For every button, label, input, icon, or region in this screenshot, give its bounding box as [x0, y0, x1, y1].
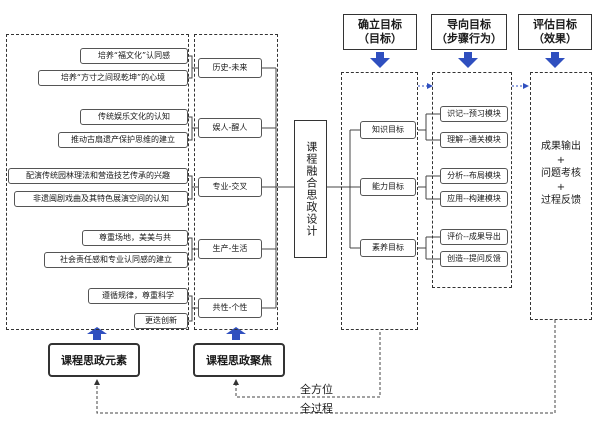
header-guide-title: 导向目标 — [447, 18, 491, 32]
element-item: 更迭创新 — [134, 313, 188, 329]
header-evaluate: 评估目标 （效果） — [518, 14, 592, 50]
focus-label-box: 课程思政聚焦 — [193, 343, 285, 377]
focus-item: 历史-未来 — [198, 58, 262, 78]
evaluation-line: 成果输出 — [541, 141, 581, 152]
focus-item: 娱人-醒人 — [198, 118, 262, 138]
goal-item: 素养目标 — [360, 239, 416, 257]
elements-label: 课程思政元素 — [61, 354, 127, 367]
module-item: 创造--提问反馈 — [440, 251, 508, 267]
all-direction-label: 全方位 — [300, 383, 333, 396]
element-item: 培养“福文化”认同感 — [80, 48, 188, 64]
element-item: 传统娱乐文化的认知 — [80, 109, 188, 125]
goals-panel — [341, 72, 418, 330]
evaluation-plus: + — [556, 154, 566, 166]
center-title: 课程融合思政设计 — [304, 141, 318, 237]
focus-item: 共性-个性 — [198, 298, 262, 318]
goal-item: 知识目标 — [360, 121, 416, 139]
module-item: 识记--预习模块 — [440, 106, 508, 122]
header-establish-title: 确立目标 — [358, 18, 402, 32]
header-establish-sub: （目标） — [358, 32, 402, 45]
evaluation-line: 问题考核 — [541, 168, 581, 179]
element-item: 推动古扇遗产保护思维的建立 — [58, 132, 188, 148]
header-evaluate-sub: （效果） — [533, 32, 577, 45]
evaluation-panel — [530, 72, 592, 320]
whole-process-label: 全过程 — [300, 402, 333, 415]
goal-item: 能力目标 — [360, 178, 416, 196]
element-item: 社会责任感和专业认同感的建立 — [44, 252, 188, 268]
module-item: 理解--通关模块 — [440, 132, 508, 148]
header-guide-sub: （步骤行为） — [436, 32, 502, 45]
elements-label-box: 课程思政元素 — [48, 343, 140, 377]
header-guide: 导向目标 （步骤行为） — [431, 14, 507, 50]
focus-item: 专业-交叉 — [198, 177, 262, 197]
element-item: 尊重场地，美美与共 — [82, 230, 188, 246]
modules-panel — [432, 72, 512, 288]
element-item: 遵循规律，尊重科学 — [88, 288, 188, 304]
element-item: 非遗闽剧戏曲及其特色展演空间的认知 — [14, 191, 188, 207]
header-evaluate-title: 评估目标 — [533, 18, 577, 32]
evaluation-text: 成果输出 + 问题考核 + 过程反馈 — [530, 140, 592, 208]
elements-panel — [6, 34, 189, 330]
focus-item: 生产-生活 — [198, 239, 262, 259]
module-item: 分析--布局模块 — [440, 168, 508, 184]
focus-label: 课程思政聚焦 — [206, 354, 272, 367]
module-item: 应用--构建模块 — [440, 191, 508, 207]
element-item: 培养“方寸之间现乾坤”的心境 — [38, 70, 188, 86]
module-item: 评价--成果导出 — [440, 229, 508, 245]
focus-panel — [194, 34, 278, 330]
center-design-box: 课程融合思政设计 — [294, 120, 327, 258]
evaluation-line: 过程反馈 — [541, 195, 581, 206]
header-establish: 确立目标 （目标） — [343, 14, 417, 50]
evaluation-plus: + — [556, 181, 566, 193]
element-item: 配演传统园林理法和营造技艺传承的兴趣 — [8, 168, 188, 184]
